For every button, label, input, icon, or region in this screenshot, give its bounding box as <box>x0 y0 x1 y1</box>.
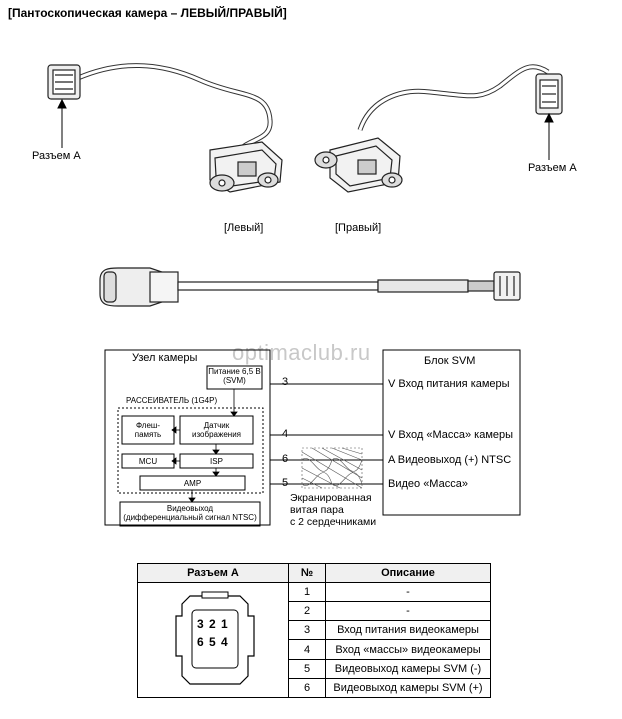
amp-label: AMP <box>183 479 202 488</box>
svm-pin-label: V Вход «Масса» камеры <box>388 429 514 441</box>
watermark: optimaclub.ru <box>232 340 371 365</box>
right-camera-drawing <box>314 64 563 193</box>
wiring-diagram <box>104 349 521 527</box>
pin-number: 5 <box>282 477 289 489</box>
camera-illustrations <box>47 63 563 307</box>
amp-box <box>139 475 246 491</box>
table-row: 3 2 1 6 5 4 1 - <box>137 581 491 698</box>
flash-label: Флеш-память <box>134 421 162 439</box>
connector-pinout-table: Разъем A № Описание 3 2 1 6 5 4 1 - 2 - … <box>137 563 491 699</box>
diffuser-region <box>117 407 264 494</box>
pin-description-cell: Видеовыход камеры SVM (-) <box>325 658 491 679</box>
pin-number: 6 <box>282 453 289 465</box>
svm-pin-label: A Видеовыход (+) NTSC <box>388 454 512 466</box>
connector-pointer-arrows <box>57 98 554 160</box>
pin-number-cell: 2 <box>288 601 326 622</box>
shielded-twisted-pair <box>301 447 363 489</box>
svm-unit-title: Блок SVM <box>424 355 476 367</box>
header-number: № <box>288 563 326 583</box>
pin-description-cell: - <box>325 581 491 603</box>
connector-a-drawing <box>175 591 255 685</box>
pin-description-cell: Видеовыход камеры SVM (+) <box>325 677 491 699</box>
video-out-label: Видеовыход(дифференциальный сигнал NTSC) <box>123 504 257 522</box>
table-row: 5 Видеовыход камеры SVM (-) <box>138 658 491 679</box>
svm-pin-label: Видео «Масса» <box>388 478 468 490</box>
pin-number-cell: 4 <box>288 639 326 660</box>
power-label: Питание 6,5 В(SVM) <box>208 367 261 385</box>
page-title: [Пантоскопическая камера – ЛЕВЫЙ/ПРАВЫЙ] <box>8 6 287 20</box>
header-description: Описание <box>325 563 491 583</box>
pin-number-cell: 3 <box>288 620 326 641</box>
isp-label: ISP <box>210 457 223 466</box>
power-box <box>206 365 263 390</box>
right-caption: [Правый] <box>335 222 382 234</box>
mcu-label: MCU <box>138 457 158 466</box>
table-row: 6 Видеовыход камеры SVM (+) <box>138 677 491 699</box>
pin-description-cell: - <box>325 601 491 622</box>
pin-number: 4 <box>282 428 289 440</box>
video-out-box <box>119 501 261 527</box>
pin-description-cell: Вход питания видеокамеры <box>325 620 491 641</box>
camera-unit-box <box>104 349 271 526</box>
table-header-row: Разъем A № Описание <box>137 563 491 583</box>
connector-a-right-label: Разъем A <box>528 162 577 174</box>
pin-number-cell: 5 <box>288 658 326 679</box>
connector-pins-top: 3 2 1 <box>197 617 229 631</box>
pin-description-cell: Вход «массы» видеокамеры <box>325 639 491 660</box>
pin-number-cell: 1 <box>288 581 326 603</box>
connector-pins-bottom: 6 5 4 <box>197 635 229 649</box>
camera-unit-title: Узел камеры <box>132 352 198 364</box>
connector-a-left-label: Разъем A <box>32 150 81 162</box>
cable-drawing <box>99 267 521 307</box>
connector-a-pinout-cell: 3 2 1 6 5 4 <box>137 582 289 698</box>
table-row: 3 Вход питания видеокамеры <box>138 620 491 641</box>
diffuser-label: РАССЕИВАТЕЛЬ (1G4P) <box>126 396 218 405</box>
header-connector: Разъем A <box>137 563 289 583</box>
svm-unit-box <box>382 349 521 516</box>
table-row: 2 - <box>138 601 491 622</box>
left-caption: [Левый] <box>224 222 264 234</box>
svm-pin-label: V Вход питания камеры <box>388 378 510 390</box>
pin-number-cell: 6 <box>288 677 326 699</box>
left-camera-drawing <box>47 63 283 193</box>
pin-number: 3 <box>282 376 289 388</box>
